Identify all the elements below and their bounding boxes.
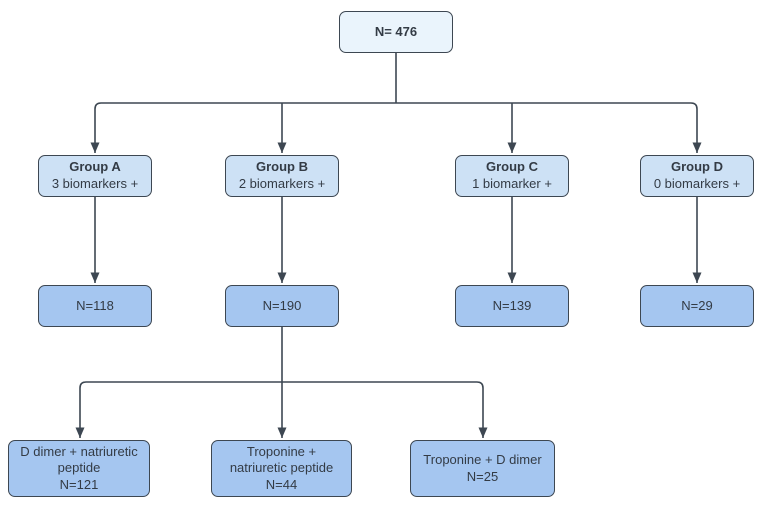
group-c-title: Group C	[486, 159, 538, 175]
breakdown-2-label: Troponine + natriuretic peptide	[229, 443, 334, 476]
node-breakdown-troponine-np: Troponine + natriuretic peptide N=44	[211, 440, 352, 497]
node-group-b: Group B 2 biomarkers +	[225, 155, 339, 197]
group-b-count-label: N=190	[262, 297, 302, 313]
node-group-b-count: N=190	[225, 285, 339, 327]
breakdown-3-count: N=25	[466, 468, 499, 484]
node-breakdown-troponine-ddimer: Troponine + D dimer N=25	[410, 440, 555, 497]
group-b-subtitle: 2 biomarkers +	[238, 176, 326, 191]
node-total-label: N= 476	[374, 23, 418, 39]
node-group-a: Group A 3 biomarkers +	[38, 155, 152, 197]
breakdown-1-count: N=121	[59, 476, 99, 492]
node-breakdown-ddimer-np: D dimer + natriuretic peptide N=121	[8, 440, 150, 497]
edge-root-to-group-a	[90, 102, 396, 153]
group-a-title: Group A	[69, 159, 121, 175]
node-group-c-count: N=139	[455, 285, 569, 327]
node-group-c: Group C 1 biomarker +	[455, 155, 569, 197]
node-total-population: N= 476	[339, 11, 453, 53]
node-group-d-count: N=29	[640, 285, 754, 327]
edge-root-to-group-d	[396, 102, 702, 153]
node-group-a-count: N=118	[38, 285, 152, 327]
edge-count-b-to-breakdown-1	[75, 381, 282, 438]
group-a-count-label: N=118	[76, 297, 114, 313]
group-d-title: Group D	[671, 159, 723, 175]
group-a-subtitle: 3 biomarkers +	[51, 176, 139, 191]
breakdown-3-label: Troponine + D dimer	[423, 451, 542, 467]
group-d-count-label: N=29	[681, 297, 713, 313]
node-group-d: Group D 0 biomarkers +	[640, 155, 754, 197]
group-c-count-label: N=139	[492, 297, 532, 313]
group-c-subtitle: 1 biomarker +	[472, 176, 552, 191]
group-b-title: Group B	[256, 159, 308, 175]
group-d-subtitle: 0 biomarkers +	[653, 176, 741, 191]
edge-count-b-to-breakdown-3	[282, 381, 488, 438]
breakdown-1-label: D dimer + natriuretic peptide	[20, 443, 138, 476]
breakdown-2-count: N=44	[265, 476, 298, 492]
